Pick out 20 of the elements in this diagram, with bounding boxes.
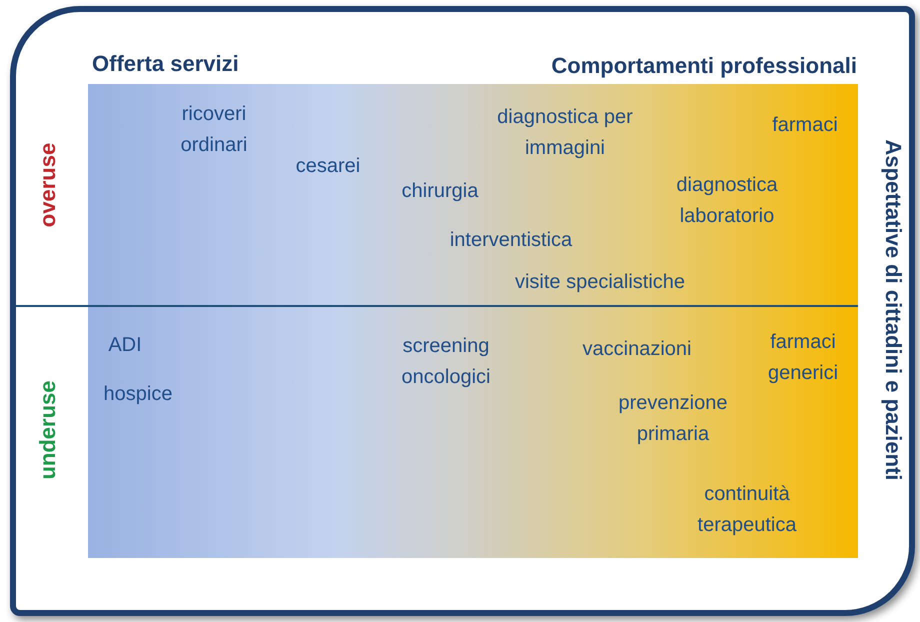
item-label: visite specialistiche (514, 270, 686, 294)
item-label: farmaci (772, 112, 838, 138)
column-heading: Comportamenti professionali (551, 52, 857, 80)
item-label: farmaci generici (766, 330, 840, 386)
item-label: vaccinazioni (582, 336, 692, 362)
column-heading: Offerta servizi (92, 50, 239, 78)
row-heading: underuse (34, 380, 61, 480)
item-label: interventistica (450, 228, 572, 252)
row-heading: overuse (34, 142, 61, 228)
item-label: screening oncologici (400, 334, 492, 390)
item-label: chirurgia (402, 178, 478, 204)
axis-heading: Aspettative di cittadini e pazienti (880, 139, 907, 481)
item-label: cesarei (296, 154, 360, 178)
item-label: hospice (104, 382, 172, 406)
item-label: continuità terapeutica (696, 482, 798, 538)
item-label: ADI (108, 332, 142, 358)
item-label: ricoveri ordinari (180, 102, 248, 158)
item-label: diagnostica per immagini (496, 104, 634, 160)
item-label: prevenzione primaria (618, 390, 728, 446)
item-label: diagnostica laboratorio (675, 172, 779, 228)
